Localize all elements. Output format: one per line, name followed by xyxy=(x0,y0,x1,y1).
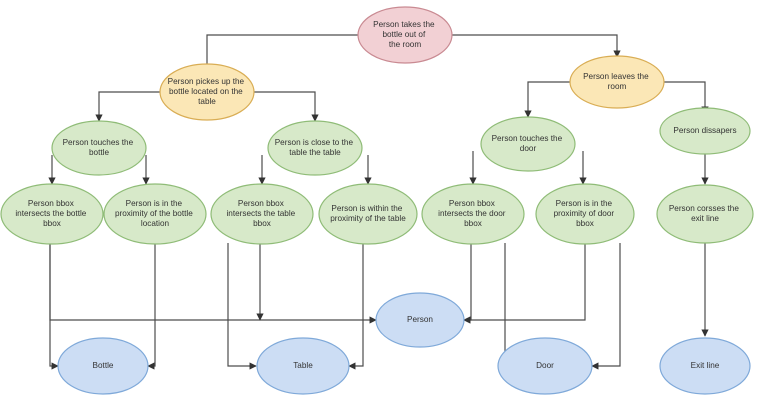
node-bbox-table-label: Person bbox intersects the table bbox xyxy=(226,199,297,228)
node-bbox-bottle-label: Person bbox intersects the bottle bbox xyxy=(15,199,88,228)
node-bottle[interactable]: Bottle xyxy=(57,337,149,395)
node-root[interactable]: Person takes the bottle out of the room xyxy=(357,6,453,64)
node-door-label: Door xyxy=(536,361,554,370)
node-prox-bottle-label: Person is in the proximity of the bottle… xyxy=(115,199,195,228)
node-table[interactable]: Table xyxy=(256,337,350,395)
edge-prox-bottle-to-bottle xyxy=(147,243,156,370)
node-dissapers-shape xyxy=(659,107,751,155)
node-prox-table-shape xyxy=(318,183,418,245)
edge-prox-door-to-door xyxy=(591,243,621,370)
node-touches-door-label: Person touches the door xyxy=(492,134,565,153)
node-pick-bottle-label: Person pickes up the bottle located on t… xyxy=(168,77,247,106)
node-prox-door-label: Person is in the proximity of door bbox xyxy=(554,199,617,228)
node-pick-bottle-shape xyxy=(159,63,255,121)
node-bbox-door-label: Person bbox intersects the door bbox xyxy=(438,199,508,228)
node-touches-bottle-label: Person touches the bottle xyxy=(63,138,136,157)
edge-prox-table-to-table xyxy=(348,243,364,370)
node-crosses-exit[interactable]: Person corsses the exit line xyxy=(656,184,754,244)
node-root-label: Person takes the bottle out of the room xyxy=(373,20,437,49)
node-bbox-bottle[interactable]: Person bbox intersects the bottle bbox xyxy=(0,183,104,245)
node-prox-door-shape xyxy=(535,183,635,245)
node-table-shape xyxy=(256,337,350,395)
node-bbox-door-shape xyxy=(421,183,525,245)
node-bbox-table-shape xyxy=(210,183,314,245)
node-bottle-shape xyxy=(57,337,149,395)
node-prox-bottle[interactable]: Person is in the proximity of the bottle… xyxy=(103,183,207,245)
node-bbox-table[interactable]: Person bbox intersects the table bbox xyxy=(210,183,314,245)
node-table-label: Table xyxy=(293,361,313,370)
node-exit-line-label: Exit line xyxy=(691,361,720,370)
node-exit-line[interactable]: Exit line xyxy=(659,337,751,395)
edge-bbox-door-to-person xyxy=(463,243,472,324)
node-crosses-exit-label: Person corsses the exit line xyxy=(669,204,741,223)
edge-leaves-room-to-dissapers xyxy=(664,81,709,114)
node-root-shape xyxy=(357,6,453,64)
node-touches-door-shape xyxy=(480,116,576,172)
node-touches-bottle[interactable]: Person touches the bottle xyxy=(51,120,147,176)
node-layer: Person takes the bottle out of the room … xyxy=(0,6,754,395)
node-prox-table[interactable]: Person is within the proximity of the ta… xyxy=(318,183,418,245)
edge-leaves-room-to-touches-door xyxy=(524,81,570,118)
node-prox-bottle-shape xyxy=(103,183,207,245)
node-close-to-table-shape xyxy=(267,120,363,176)
node-door-shape xyxy=(497,337,593,395)
node-pick-bottle[interactable]: Person pickes up the bottle located on t… xyxy=(159,63,255,121)
edge-pick-bottle-to-touches-bottle xyxy=(95,91,160,122)
node-leaves-room[interactable]: Person leaves the room xyxy=(569,55,665,109)
node-dissapers-label: Person dissapers xyxy=(673,126,736,135)
node-bbox-door[interactable]: Person bbox intersects the door bbox xyxy=(421,183,525,245)
node-touches-bottle-shape xyxy=(51,120,147,176)
edge-root-to-leaves-room xyxy=(452,34,621,58)
node-exit-line-shape xyxy=(659,337,751,395)
node-bbox-bottle-shape xyxy=(0,183,104,245)
node-door[interactable]: Door xyxy=(497,337,593,395)
node-person-label: Person xyxy=(407,315,433,324)
node-leaves-room-label: Person leaves the room xyxy=(583,72,651,91)
edge-bbox-bottle-to-bottle xyxy=(49,243,59,370)
edge-bbox-bottle-to-person xyxy=(49,243,377,324)
edge-root-to-pick-bottle xyxy=(203,34,358,74)
node-leaves-room-shape xyxy=(569,55,665,109)
node-touches-door[interactable]: Person touches the door xyxy=(480,116,576,172)
edge-bbox-table-to-table xyxy=(227,243,257,370)
node-person-shape xyxy=(375,292,465,348)
edge-bbox-door-to-door xyxy=(497,243,506,370)
edge-layer xyxy=(48,34,709,370)
node-prox-table-label: Person is within the proximity of the ta… xyxy=(330,204,406,223)
node-prox-door[interactable]: Person is in the proximity of door bbox xyxy=(535,183,635,245)
node-bottle-label: Bottle xyxy=(93,361,114,370)
node-person[interactable]: Person xyxy=(375,292,465,348)
node-close-to-table-label: Person is close to the table the table xyxy=(275,138,356,157)
node-crosses-exit-shape xyxy=(656,184,754,244)
node-close-to-table[interactable]: Person is close to the table the table xyxy=(267,120,363,176)
node-dissapers[interactable]: Person dissapers xyxy=(659,107,751,155)
edge-prox-door-to-person xyxy=(463,243,586,324)
edge-pick-bottle-to-close-to-table xyxy=(254,91,319,122)
